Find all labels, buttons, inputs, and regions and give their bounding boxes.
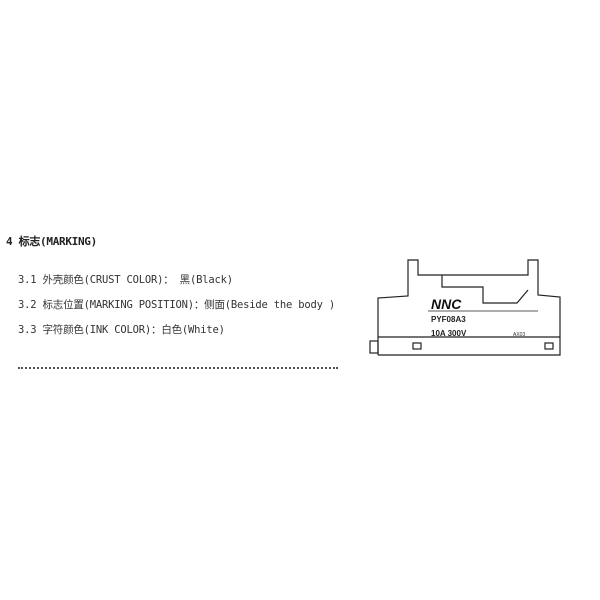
crust-color-line: 3.1 外壳颜色(CRUST COLOR)： 黑(Black) <box>18 274 233 286</box>
marking-position-line: 3.2 标志位置(MARKING POSITION)：侧面(Beside the… <box>18 299 335 311</box>
rating-label: 10A 300V <box>431 329 467 338</box>
ink-color-line: 3.3 字符颜色(INK COLOR)：白色(White) <box>18 324 225 336</box>
model-label: PYF08A3 <box>431 315 466 324</box>
cut-off-line <box>18 366 338 370</box>
section-heading: 4 标志(MARKING) <box>6 235 97 248</box>
brand-logo: NNC <box>431 296 462 312</box>
code-label: AX03 <box>513 332 525 338</box>
